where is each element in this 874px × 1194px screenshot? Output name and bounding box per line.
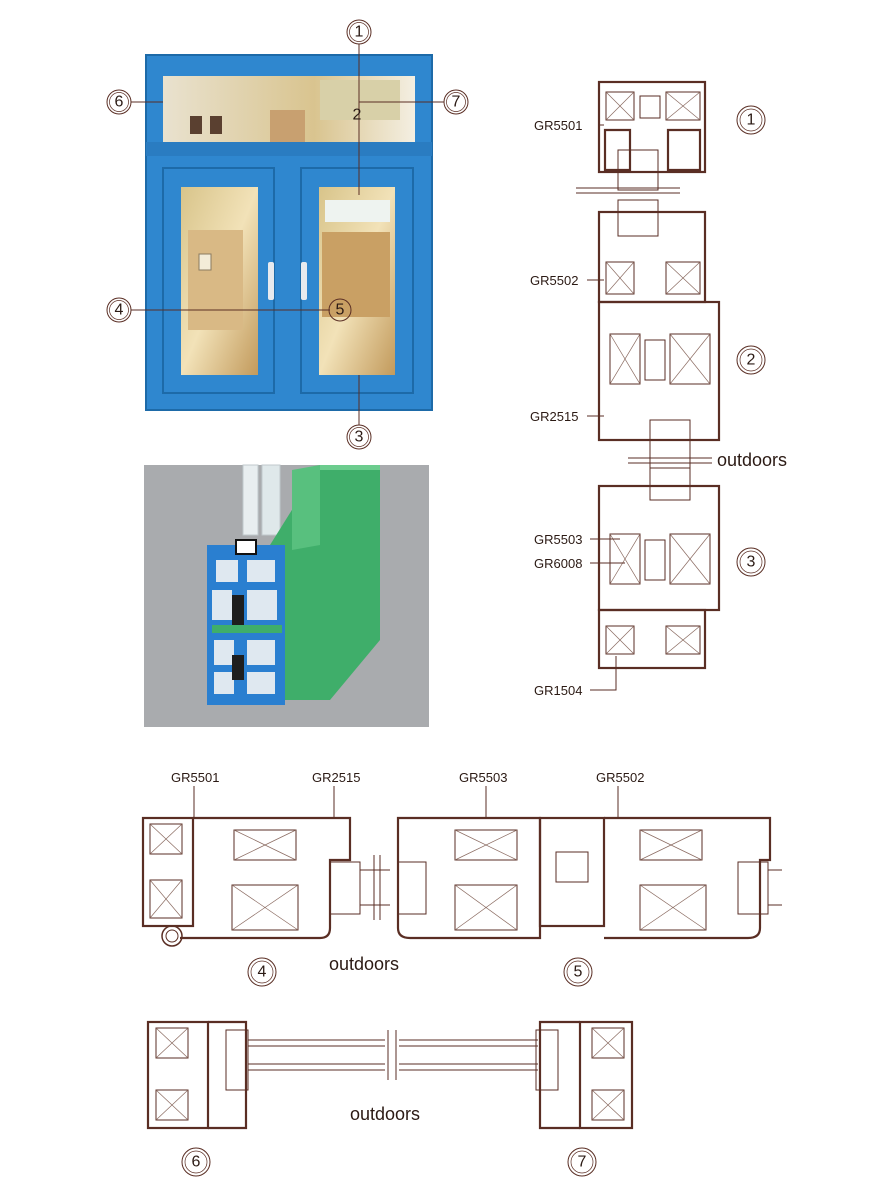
label-gr2515-horizontal: GR2515 [312, 770, 360, 785]
svg-text:2: 2 [747, 352, 756, 369]
svg-text:3: 3 [747, 554, 756, 571]
callout-5-section: 5 [563, 957, 593, 987]
outdoors-label-horizontal: outdoors [329, 954, 399, 974]
label-gr5503-horizontal: GR5503 [459, 770, 507, 785]
svg-text:4: 4 [115, 302, 124, 319]
outdoors-label-transom: outdoors [350, 1104, 420, 1124]
label-gr2515-vertical: GR2515 [530, 409, 578, 424]
svg-text:7: 7 [452, 94, 461, 111]
svg-text:5: 5 [336, 302, 345, 319]
label-gr5501-vertical: GR5501 [534, 118, 582, 133]
svg-text:5: 5 [574, 964, 583, 981]
svg-text:2: 2 [353, 107, 362, 124]
label-gr5502-vertical: GR5502 [530, 273, 578, 288]
outdoors-label-vertical: outdoors [717, 450, 787, 470]
svg-text:7: 7 [578, 1154, 587, 1171]
label-gr1504-vertical: GR1504 [534, 683, 582, 698]
callout-2-window: 2 [353, 107, 362, 124]
label-gr5502-horizontal: GR5502 [596, 770, 644, 785]
callout-3-section: 3 [736, 547, 766, 577]
transom-section-6-7 [146, 1020, 634, 1130]
callout-4: 4 [106, 297, 132, 323]
svg-text:4: 4 [258, 964, 267, 981]
svg-text:1: 1 [747, 112, 756, 129]
callout-5-window: 5 [328, 298, 352, 322]
callout-6-section: 6 [181, 1147, 211, 1177]
svg-text:6: 6 [192, 1154, 201, 1171]
callout-7-section: 7 [567, 1147, 597, 1177]
label-gr5503-vertical: GR5503 [534, 532, 582, 547]
svg-text:1: 1 [355, 24, 364, 41]
label-gr5501-horizontal: GR5501 [171, 770, 219, 785]
callout-2-section: 2 [736, 345, 766, 375]
svg-text:6: 6 [115, 94, 124, 111]
horizontal-section-4-5 [141, 786, 782, 947]
callout-4-section: 4 [247, 957, 277, 987]
vertical-section [576, 80, 721, 691]
callout-1-section: 1 [736, 105, 766, 135]
callout-7: 7 [443, 89, 469, 115]
svg-text:3: 3 [355, 429, 364, 446]
callout-3: 3 [346, 424, 372, 450]
label-gr6008-vertical: GR6008 [534, 556, 582, 571]
window-elevation [129, 42, 445, 425]
profile-3d-render [144, 464, 429, 727]
callout-1: 1 [346, 19, 372, 45]
callout-6: 6 [106, 89, 132, 115]
